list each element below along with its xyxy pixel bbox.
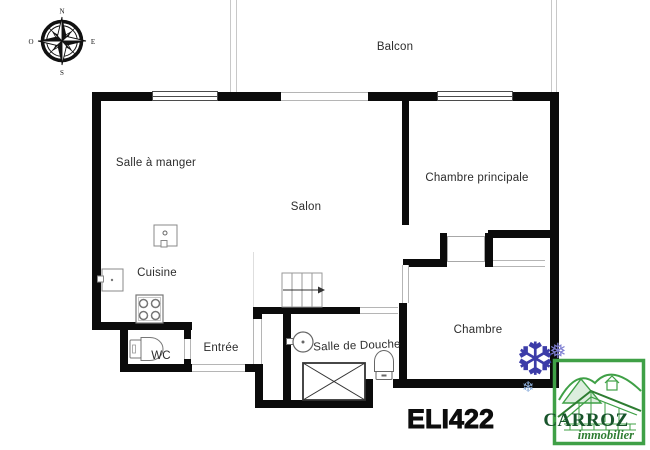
snowflake-icon: ❅ <box>549 339 567 363</box>
balcony-edge-left-b <box>236 0 237 92</box>
room-label-chambre: Chambre <box>453 324 503 336</box>
wall-closet-top-right <box>488 230 550 238</box>
chambre-door-opening <box>402 265 409 303</box>
logo-tagline-text: immobilier <box>577 428 634 442</box>
wall-wc-right-upper <box>184 322 191 339</box>
stove-icon <box>135 294 164 324</box>
window-dining <box>152 91 218 101</box>
compass-e-label: E <box>91 38 95 46</box>
plan-reference-code: ELI422 <box>407 404 495 435</box>
wall-top-1 <box>92 92 152 101</box>
wall-wc-left <box>120 330 128 372</box>
stairs-icon <box>281 272 325 308</box>
balcony-edge-right-b <box>556 0 557 92</box>
wall-top-3 <box>368 92 437 101</box>
compass-rose-icon: N S E O <box>28 8 95 78</box>
wall-top-2 <box>218 92 281 101</box>
shower-icon <box>302 362 366 401</box>
bath-toilet-icon <box>374 350 394 380</box>
wall-left <box>92 92 101 330</box>
wall-right <box>550 92 559 388</box>
corridor-door-opening <box>253 319 262 364</box>
entree-salon-boundary <box>253 252 254 307</box>
compass-s-label: S <box>60 69 64 77</box>
wall-wc-top <box>92 322 192 330</box>
wall-top-4 <box>513 92 558 101</box>
wall-toilet-step <box>365 379 373 408</box>
wc-toilet-icon <box>129 337 164 361</box>
agency-logo: ❆ ❅ ❄ CARROZ immobilier <box>516 334 650 450</box>
wall-bath-top <box>253 307 360 314</box>
master-door-opening <box>493 260 545 267</box>
logo-brand-text: CARROZ <box>543 410 629 431</box>
fridge-icon <box>97 268 124 292</box>
wall-closet-right <box>485 233 493 267</box>
wall-hall-top <box>403 259 447 267</box>
wall-closet-left <box>440 233 447 265</box>
compass-n-label: N <box>59 8 64 16</box>
balcony-edge-right-a <box>551 0 552 92</box>
bath-door-opening <box>360 307 398 314</box>
snowflake-icon: ❄ <box>522 378 535 396</box>
room-label-chambre-principale: Chambre principale <box>425 172 529 184</box>
room-label-salle-a-manger: Salle à manger <box>115 157 197 169</box>
wc-door-opening <box>184 339 191 359</box>
wall-bath-right <box>399 303 407 388</box>
balcony-edge-left-a <box>230 0 231 92</box>
wall-salon-divider <box>402 98 409 225</box>
room-label-balcon: Balcon <box>376 41 414 53</box>
wardrobe <box>447 236 485 262</box>
front-door-opening <box>192 364 245 372</box>
wall-bath-left <box>283 307 291 408</box>
chalet-artwork <box>552 358 646 446</box>
kitchen-island-sink-icon <box>153 224 178 248</box>
wall-chambre-bottom <box>393 379 558 388</box>
room-label-salon: Salon <box>290 201 322 213</box>
room-label-entree: Entrée <box>203 342 239 354</box>
balcony-door-opening <box>281 92 368 101</box>
room-label-cuisine: Cuisine <box>137 267 177 279</box>
snowflake-icon: ❆ <box>516 332 555 386</box>
wall-wc-bottom <box>120 364 192 372</box>
wall-entree-bottom <box>245 364 263 372</box>
wall-bath-bottom <box>255 400 373 408</box>
compass-w-label: O <box>28 38 33 46</box>
washbasin-icon <box>286 331 314 353</box>
room-label-wc: WC <box>151 350 171 362</box>
wall-step-vertical <box>255 364 263 408</box>
window-master <box>437 91 513 101</box>
